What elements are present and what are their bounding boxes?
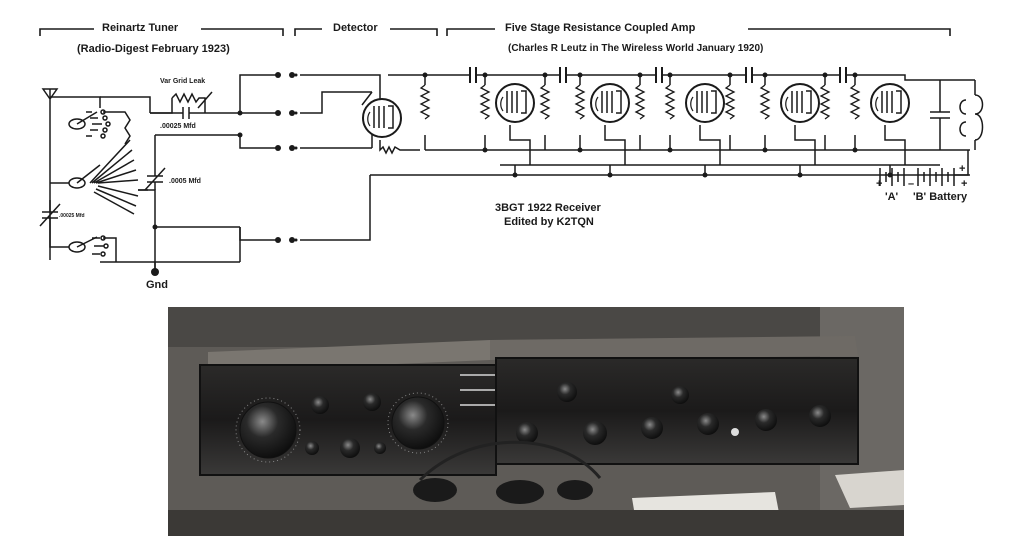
detector-tube <box>362 98 402 138</box>
terminal-jacks <box>275 72 298 243</box>
amp-title: Five Stage Resistance Coupled Amp <box>505 22 696 34</box>
ground-terminal <box>151 268 159 276</box>
amp-tube-3 <box>685 83 725 123</box>
amp-tube-2 <box>590 83 630 123</box>
grid-leak-label: Var Grid Leak <box>160 78 206 85</box>
reinartz-tuner <box>39 74 278 272</box>
receiver-photograph <box>168 307 904 536</box>
ground-label: Gnd <box>146 279 168 291</box>
amp-tube-5 <box>870 83 910 123</box>
a-battery-minus: – <box>908 178 915 190</box>
amplifier-panel <box>495 357 859 465</box>
detector-stage <box>300 74 425 241</box>
b-battery-plus-2: + <box>961 178 968 190</box>
a-battery-label: 'A' <box>885 191 899 203</box>
b-battery-label: 'B' Battery <box>913 191 968 203</box>
tuner-source: (Radio-Digest February 1923) <box>77 43 230 55</box>
grid-cap-label: .00025 Mfd <box>160 123 196 130</box>
caption-line-1: 3BGT 1922 Receiver <box>495 202 601 214</box>
amp-tube-1 <box>495 83 535 123</box>
caption-line-2: Edited by K2TQN <box>504 216 594 228</box>
a-battery-plus: + <box>876 178 883 190</box>
amp-source: (Charles R Leutz in The Wireless World J… <box>508 43 764 54</box>
amp-tube-4 <box>780 83 820 123</box>
variable-cap-label: .0005 Mfd <box>169 178 201 185</box>
tuning-dial-left <box>239 401 297 459</box>
detector-title: Detector <box>333 22 378 34</box>
b-battery-plus: + <box>959 163 966 175</box>
antenna-cap-label: .00025 Mfd <box>59 213 85 219</box>
tuner-title: Reinartz Tuner <box>102 22 179 34</box>
tuning-dial-right <box>391 396 445 450</box>
junction-dots <box>152 72 893 230</box>
section-brackets <box>39 28 951 36</box>
